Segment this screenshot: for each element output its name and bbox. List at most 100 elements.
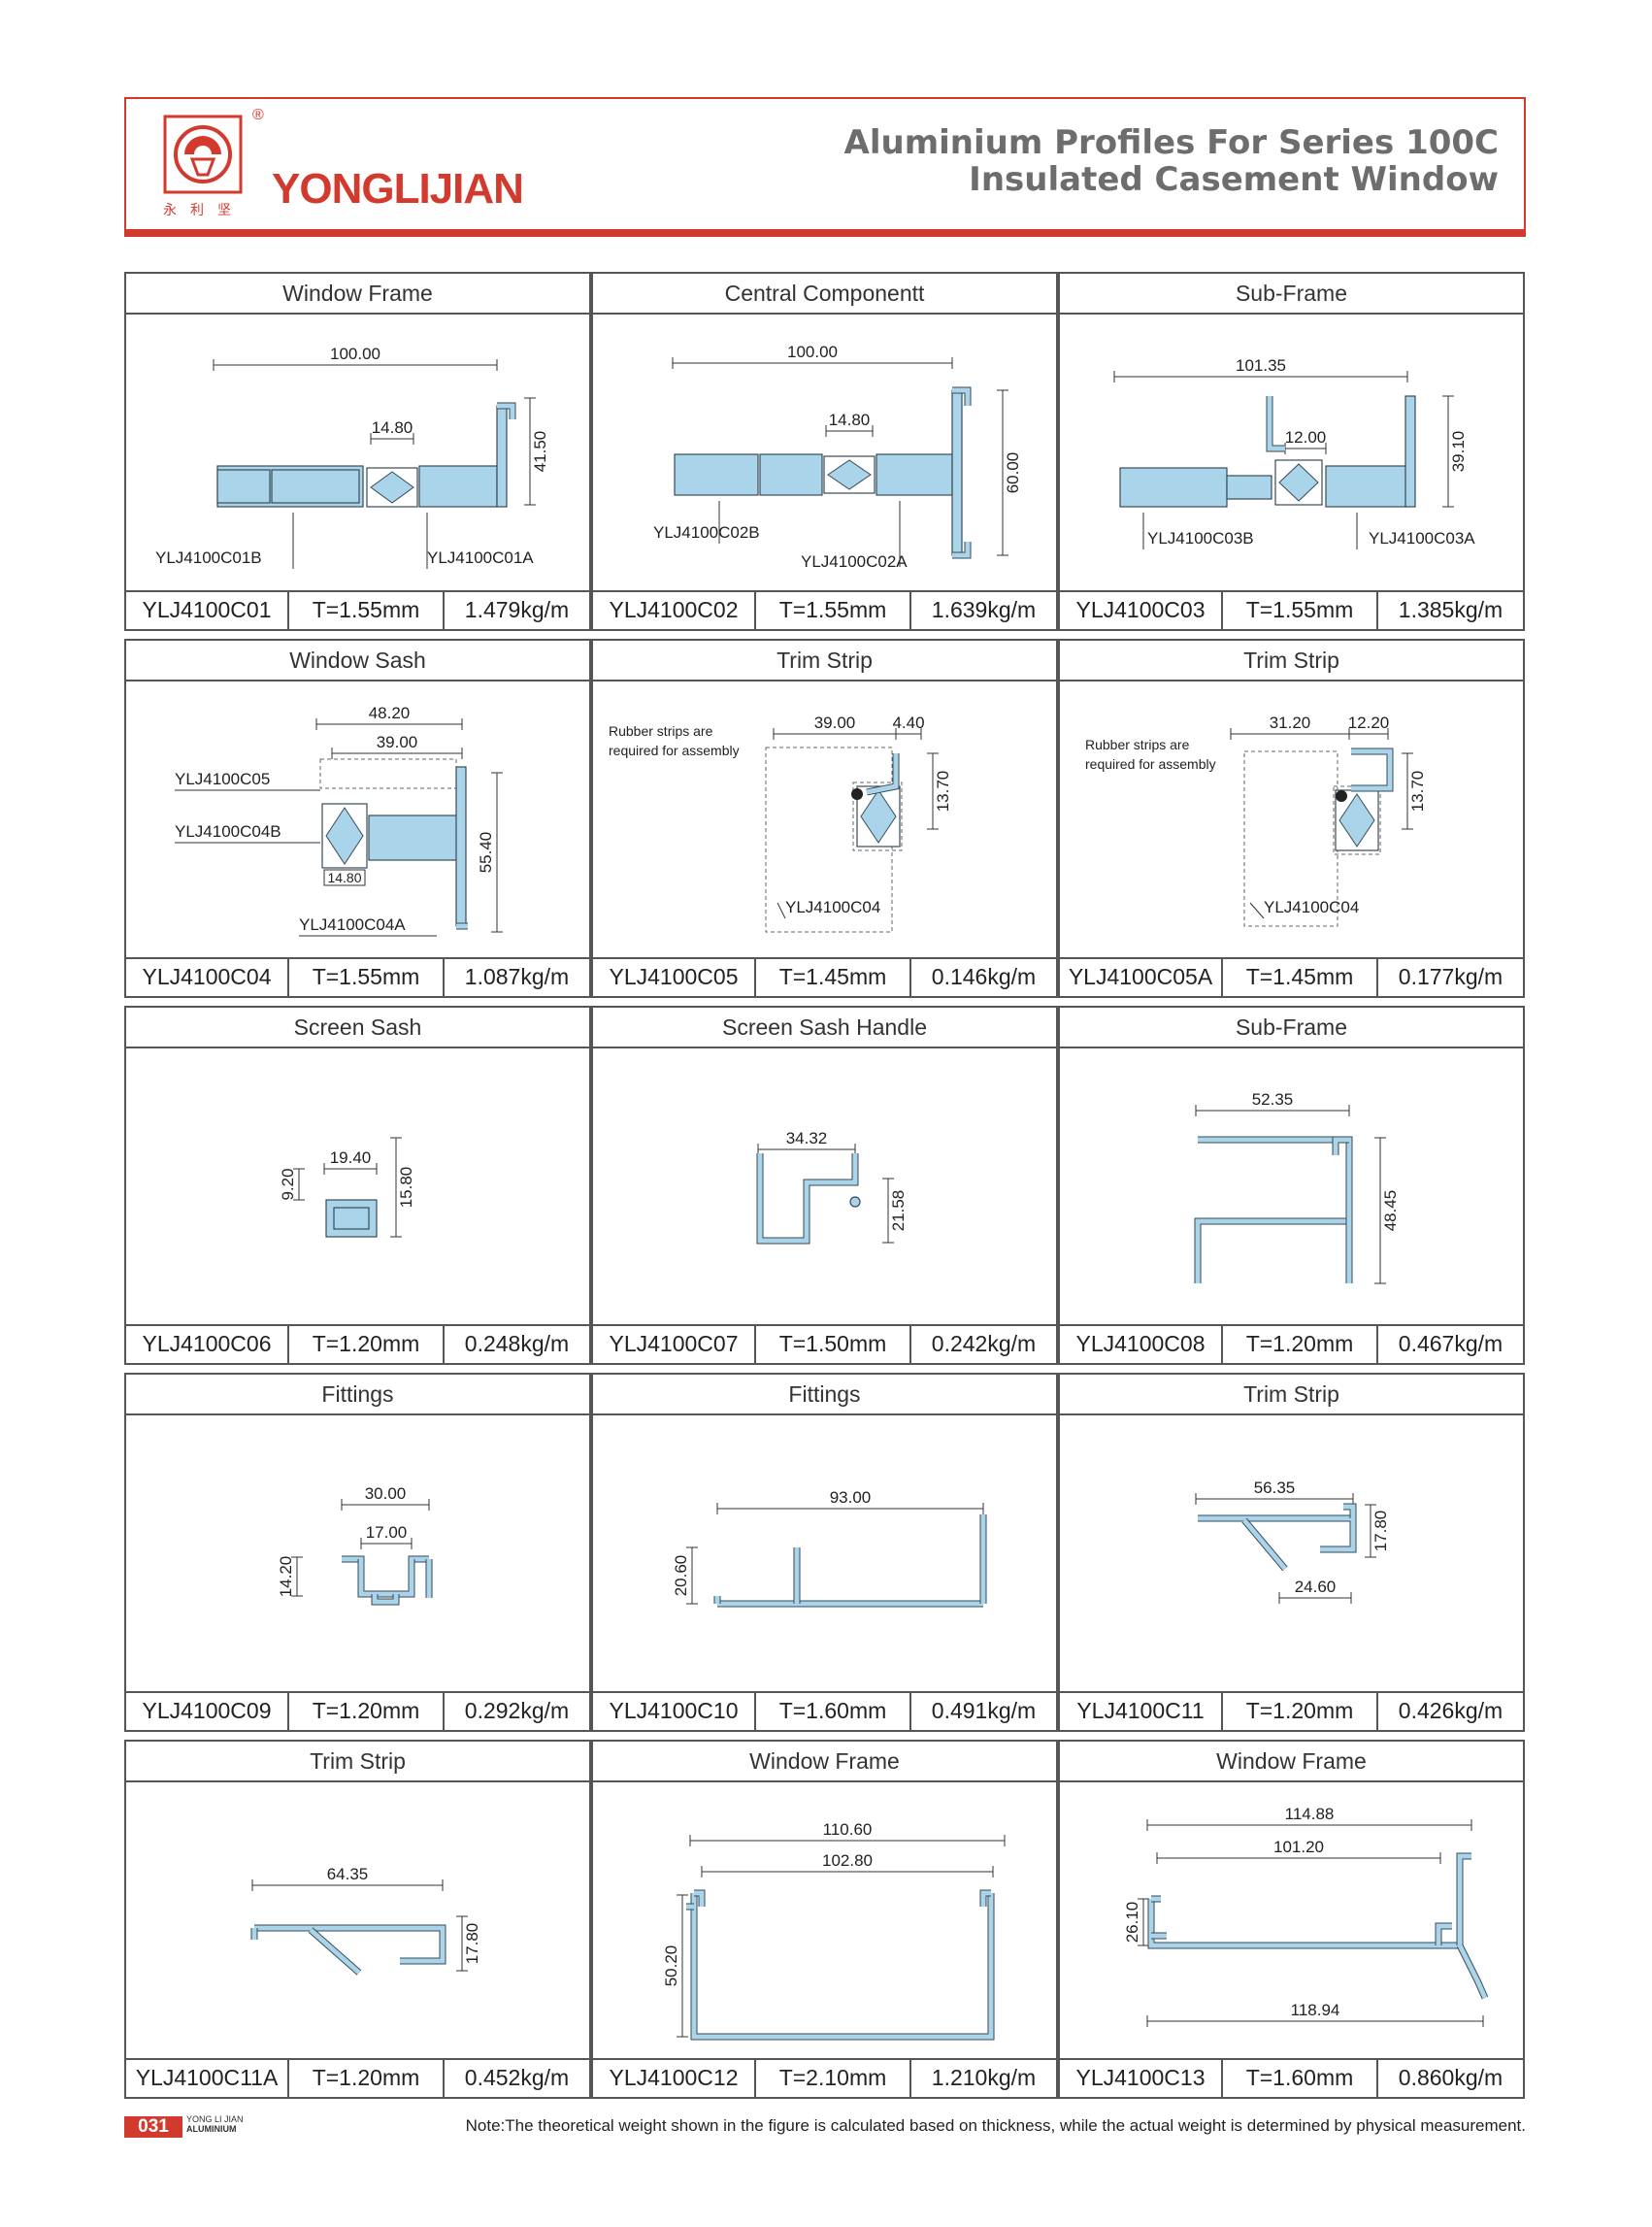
profile-drawing: 93.00 20.60	[593, 1413, 1056, 1693]
profile-weight: 0.426kg/m	[1398, 1698, 1503, 1723]
dimension-label: 13.70	[1408, 771, 1427, 813]
dimension-label: 14.20	[277, 1556, 295, 1598]
profile-section	[952, 387, 971, 406]
part-label: YLJ4100C02A	[801, 552, 908, 571]
thermal-break-core	[827, 459, 872, 490]
dimension-label: 118.94	[1291, 2001, 1340, 2019]
profile-thickness: T=1.20mm	[289, 2060, 445, 2097]
footer-brand: YONG LI JIAN ALUMINIUM	[186, 2114, 244, 2134]
dimension-label: 48.45	[1381, 1190, 1400, 1232]
dimension-label: 34.32	[786, 1129, 828, 1147]
profile-section	[309, 1928, 361, 1975]
dimension-label: 102.80	[822, 1851, 873, 1870]
profile-section	[674, 453, 759, 496]
profile-section	[1195, 1218, 1349, 1283]
profile-section	[1325, 465, 1408, 508]
profile-thickness: T=1.50mm	[756, 1326, 911, 1363]
dimension-label: 39.00	[377, 733, 418, 751]
profile-edge	[1147, 1899, 1460, 1949]
profile-code: YLJ4100C05	[593, 959, 756, 996]
dimension-label: 93.00	[830, 1488, 872, 1507]
profile-title: Window Frame	[126, 274, 589, 315]
rubber-strip-icon	[1336, 790, 1347, 802]
profile-title: Fittings	[593, 1375, 1056, 1415]
profile-weight: 1.385kg/m	[1398, 597, 1503, 622]
profile-section	[216, 469, 271, 504]
dimension-label: 14.80	[829, 411, 871, 429]
profile-thickness: T=2.10mm	[756, 2060, 911, 2097]
profile-section	[342, 1556, 429, 1597]
profile-section	[418, 465, 498, 508]
dimension-label: 20.60	[672, 1555, 690, 1597]
dimension-label: 31.20	[1270, 714, 1311, 732]
dimension-label: 17.80	[1371, 1511, 1390, 1552]
leader-line	[776, 902, 786, 919]
profile-section	[1457, 1853, 1471, 1945]
profile-code: YLJ4100C11A	[126, 2060, 289, 2097]
part-label: YLJ4100C04A	[299, 915, 406, 934]
profile-thickness: T=1.55mm	[1223, 592, 1378, 629]
profile-title: Window Frame	[1060, 1742, 1523, 1782]
part-label: YLJ4100C05	[175, 770, 270, 788]
profile-section	[691, 1893, 994, 2040]
profile-section	[980, 1890, 991, 1907]
profile-weight: 0.467kg/m	[1398, 1331, 1503, 1356]
profile-section	[271, 469, 360, 504]
profile-drawing-svg: 48.2039.0055.40YLJ4100C05YLJ4100C04BYLJ4…	[175, 704, 503, 937]
profile-weight: 0.146kg/m	[931, 964, 1037, 989]
thermal-break-core	[860, 789, 897, 844]
profile-weight: 0.860kg/m	[1398, 2065, 1503, 2090]
dimension-label: 30.00	[365, 1484, 407, 1503]
dimension-label: 13.70	[934, 771, 952, 813]
footer-brand-line1: YONG LI JIAN	[186, 2114, 244, 2124]
profile-section	[1198, 1137, 1352, 1283]
thermal-break-core	[325, 807, 364, 865]
profile-title: Screen Sash Handle	[593, 1008, 1056, 1048]
profile-section	[1457, 1944, 1488, 2000]
dimension-label: 48.20	[369, 704, 411, 722]
part-label: YLJ4100C04B	[175, 822, 281, 841]
profile-edge	[1351, 748, 1394, 792]
profile-section	[694, 1890, 705, 1907]
profile-thickness: T=1.60mm	[1223, 2060, 1378, 2097]
part-label: YLJ4100C03B	[1147, 529, 1254, 548]
profile-code: YLJ4100C04	[126, 959, 289, 996]
page-number: 031	[124, 2116, 182, 2138]
profile-section	[1343, 1504, 1356, 1518]
profile-weight: 0.292kg/m	[464, 1698, 570, 1723]
profile-section	[333, 1207, 370, 1230]
profile-weight: 0.248kg/m	[464, 1331, 570, 1356]
profile-thickness: T=1.45mm	[1223, 959, 1378, 996]
profile-title: Sub-Frame	[1060, 274, 1523, 315]
profile-section	[952, 542, 971, 558]
dimension-label: 60.00	[1004, 452, 1022, 494]
profile-weight: 0.491kg/m	[931, 1698, 1037, 1723]
dimension-label: 41.50	[531, 431, 549, 473]
dimension-label: 17.80	[463, 1923, 481, 1965]
profile-code: YLJ4100C06	[126, 1326, 289, 1363]
